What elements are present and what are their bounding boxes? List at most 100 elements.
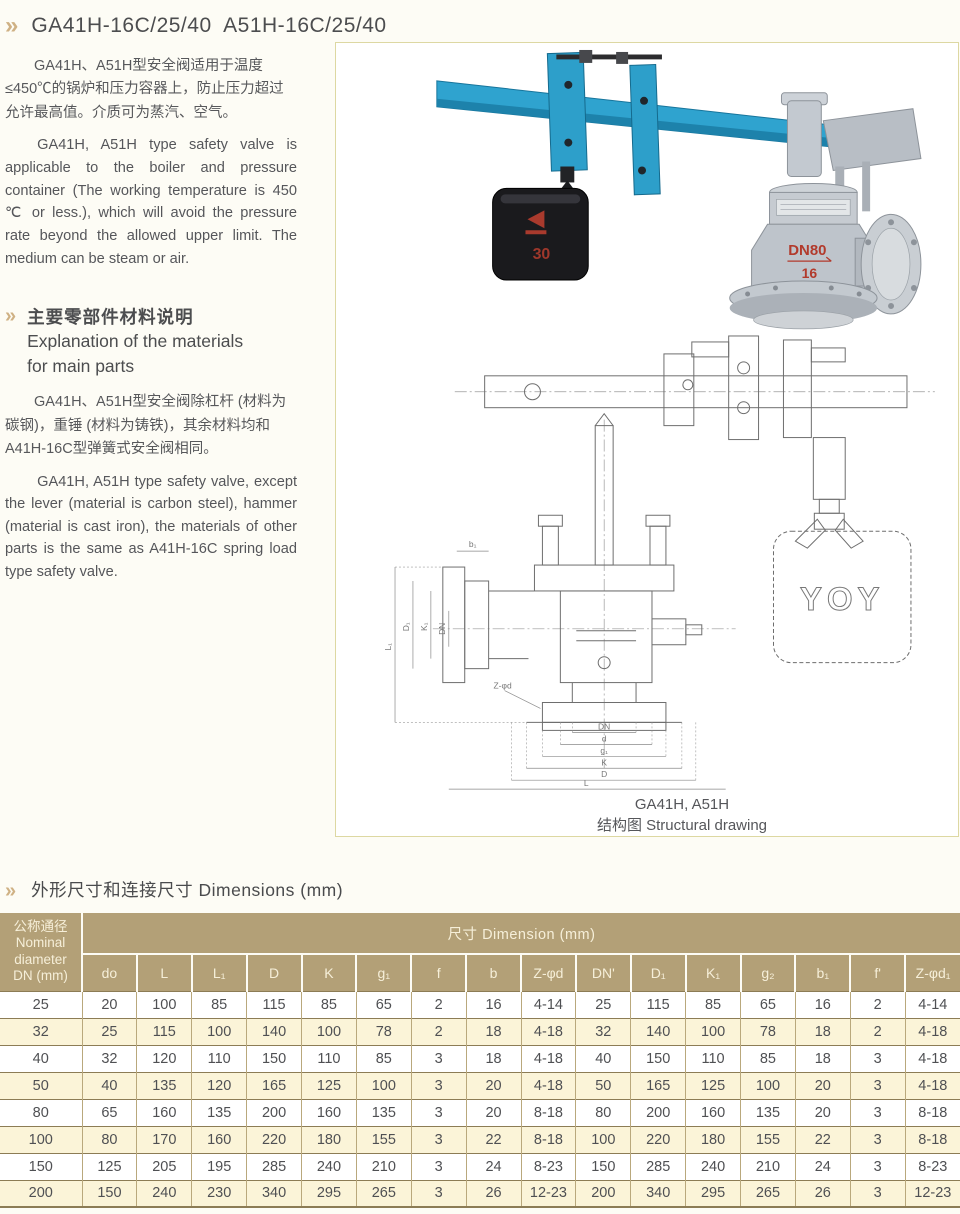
value-cell: 3 xyxy=(849,1044,906,1072)
value-cell: 295 xyxy=(685,1179,741,1208)
dim-label: DN xyxy=(598,721,610,731)
dim-label: D xyxy=(601,769,607,779)
materials-paragraph-zh: GA41H、A51H型安全阀除杠杆 (材料为碳钢)，重锤 (材料为铸铁)，其余材… xyxy=(5,394,287,458)
value-cell: 3 xyxy=(410,1179,467,1208)
value-cell: 340 xyxy=(630,1179,686,1208)
yoke-post xyxy=(786,100,822,177)
value-cell: 85 xyxy=(740,1044,796,1072)
value-cell: 180 xyxy=(685,1125,741,1153)
value-cell: 3 xyxy=(849,1152,906,1180)
value-cell: 2 xyxy=(410,990,467,1018)
value-cell: 26 xyxy=(794,1179,851,1208)
dn-cell: 80 xyxy=(0,1098,82,1126)
value-cell: 32 xyxy=(575,1017,631,1045)
value-cell: 3 xyxy=(410,1152,467,1180)
value-cell: 115 xyxy=(136,1017,192,1045)
value-cell: 20 xyxy=(81,990,137,1018)
value-cell: 78 xyxy=(355,1017,412,1045)
value-cell: 4-18 xyxy=(904,1071,960,1099)
value-cell: 210 xyxy=(355,1152,412,1180)
column-header: b₁ xyxy=(794,954,851,991)
value-cell: 160 xyxy=(301,1098,357,1126)
value-cell: 80 xyxy=(575,1098,631,1126)
value-cell: 115 xyxy=(630,990,686,1018)
value-cell: 20 xyxy=(794,1098,851,1126)
column-header: Z-φd₁ xyxy=(904,954,960,991)
fulcrum-bracket xyxy=(663,353,695,426)
value-cell: 125 xyxy=(685,1071,741,1099)
value-cell: 2 xyxy=(410,1017,467,1045)
value-cell: 22 xyxy=(794,1125,851,1153)
intro-paragraph-en: GA41H, A51H type safety valve is applica… xyxy=(5,137,297,267)
dn-cell: 150 xyxy=(0,1152,82,1180)
column-header: D xyxy=(245,954,302,991)
top-section: GA41H、A51H型安全阀适用于温度≤450℃的锅炉和压力容器上，防止压力超过… xyxy=(0,42,960,837)
value-cell: 285 xyxy=(630,1152,686,1180)
bolt xyxy=(564,138,573,147)
value-cell: 100 xyxy=(740,1071,796,1099)
dimensions-table: 公称通径 Nominal diameter DN (mm) 尺寸 Dimensi… xyxy=(0,913,960,1208)
value-cell: 100 xyxy=(685,1017,741,1045)
value-cell: 18 xyxy=(794,1044,851,1072)
value-cell: 200 xyxy=(630,1098,686,1126)
text-column: GA41H、A51H型安全阀适用于温度≤450℃的锅炉和压力容器上，防止压力超过… xyxy=(5,42,297,593)
value-cell: 18 xyxy=(465,1044,521,1072)
value-cell: 285 xyxy=(246,1152,302,1180)
value-cell: 195 xyxy=(191,1152,247,1180)
value-cell: 135 xyxy=(355,1098,412,1126)
value-cell: 8-23 xyxy=(520,1152,576,1180)
value-cell: 8-18 xyxy=(520,1098,576,1126)
fulcrum-plate xyxy=(546,51,588,172)
weight-highlight xyxy=(500,194,581,204)
value-cell: 200 xyxy=(575,1179,631,1208)
value-cell: 12-23 xyxy=(520,1179,576,1208)
value-cell: 40 xyxy=(575,1044,631,1072)
value-cell: 100 xyxy=(575,1125,631,1153)
lever-outline xyxy=(484,375,908,409)
caption-model: GA41H, A51H xyxy=(634,796,730,813)
guide-rod xyxy=(862,161,871,212)
value-cell: 85 xyxy=(301,990,357,1018)
column-header: D₁ xyxy=(629,954,686,991)
value-cell: 160 xyxy=(136,1098,192,1126)
value-cell: 240 xyxy=(685,1152,741,1180)
dim-label: K₁ xyxy=(419,622,429,631)
bolt xyxy=(564,80,573,89)
value-cell: 25 xyxy=(575,990,631,1018)
value-cell: 200 xyxy=(246,1098,302,1126)
column-header: K₁ xyxy=(684,954,741,991)
value-cell: 85 xyxy=(355,1044,412,1072)
value-cell: 170 xyxy=(136,1125,192,1153)
value-cell: 22 xyxy=(465,1125,521,1153)
bolt xyxy=(638,166,647,175)
value-cell: 150 xyxy=(575,1152,631,1180)
value-cell: 220 xyxy=(246,1125,302,1153)
value-cell: 135 xyxy=(740,1098,796,1126)
value-cell: 78 xyxy=(740,1017,796,1045)
lever-clamp xyxy=(822,108,922,172)
value-cell: 100 xyxy=(191,1017,247,1045)
value-cell: 115 xyxy=(246,990,302,1018)
value-cell: 265 xyxy=(740,1179,796,1208)
value-cell: 18 xyxy=(465,1017,521,1045)
value-cell: 20 xyxy=(465,1071,521,1099)
value-cell: 120 xyxy=(136,1044,192,1072)
body-mark-line xyxy=(787,256,832,262)
value-cell: 150 xyxy=(81,1179,137,1208)
value-cell: 100 xyxy=(136,990,192,1018)
value-cell: 3 xyxy=(849,1071,906,1099)
value-cell: 4-18 xyxy=(904,1017,960,1045)
value-cell: 340 xyxy=(246,1179,302,1208)
value-cell: 25 xyxy=(81,1017,137,1045)
value-cell: 155 xyxy=(740,1125,796,1153)
dn-cell: 32 xyxy=(0,1017,82,1045)
value-cell: 40 xyxy=(81,1071,137,1099)
value-cell: 110 xyxy=(191,1044,247,1072)
hammer-weight-outline xyxy=(772,530,912,664)
dim-label: L₁ xyxy=(383,643,393,651)
